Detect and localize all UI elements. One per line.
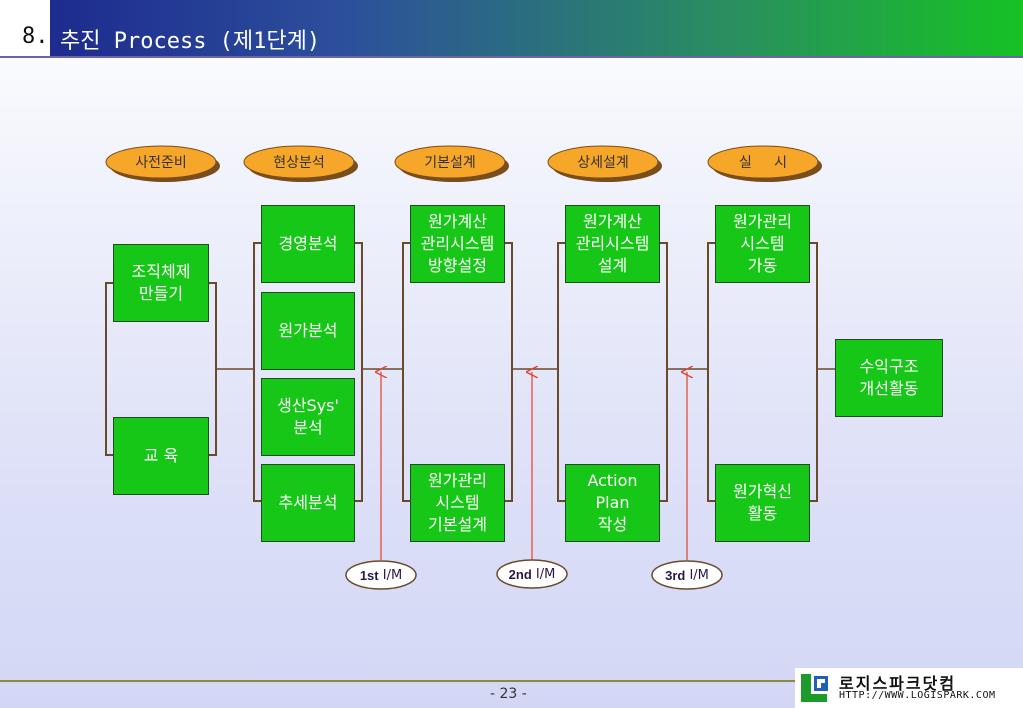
box-cost-innovation: 원가혁신 활동	[715, 464, 810, 542]
company-logo: 로지스파크닷컴 HTTP://WWW.LOGISPARK.COM	[795, 668, 1023, 708]
milestone-label-3rd: 3rd I/M	[652, 561, 722, 589]
milestone-label-1st: 1st I/M	[346, 561, 416, 589]
milestone-arrows	[381, 372, 687, 560]
box-cost-system-basic-design: 원가관리 시스템 기본설계	[410, 464, 505, 542]
box-cost-system-operation: 원가관리 시스템 가동	[715, 205, 810, 283]
box-cost-analysis: 원가분석	[261, 292, 355, 370]
box-management-analysis: 경영분석	[261, 205, 355, 283]
milestone-suffix: I/M	[531, 566, 556, 582]
footer-rule	[0, 680, 795, 682]
bracket-lines	[105, 242, 818, 502]
section-number: 8.	[22, 24, 49, 49]
milestone-ordinal: 1st	[359, 567, 379, 583]
logo-mark-icon	[801, 674, 828, 702]
milestone-suffix: I/M	[685, 567, 709, 583]
header-bar: 8. 추진 Process (제1단계)	[0, 0, 1023, 56]
phase-label-detail-design: 상세설계	[577, 155, 629, 171]
milestone-suffix: I/M	[378, 567, 403, 583]
box-action-plan: Action Plan 작성	[565, 464, 660, 542]
phase-ellipse-shapes	[105, 145, 822, 182]
phase-label-execution: 실 시	[738, 155, 787, 171]
header-gradient	[50, 0, 1023, 56]
box-cost-system-design: 원가계산 관리시스템 설계	[565, 205, 660, 283]
logo-url: HTTP://WWW.LOGISPARK.COM	[839, 690, 996, 701]
milestone-ellipse-shapes	[345, 559, 723, 590]
box-education: 교 육	[113, 417, 209, 495]
phase-label-analysis: 현상분석	[273, 155, 325, 171]
milestone-ordinal: 2nd	[508, 566, 532, 582]
header-rule	[0, 56, 1023, 58]
milestone-ordinal: 3rd	[665, 567, 686, 583]
phase-label-prep: 사전준비	[135, 155, 187, 171]
phase-label-basic-design: 기본설계	[424, 155, 476, 171]
box-org-setup: 조직체제 만들기	[113, 244, 209, 322]
box-profit-structure-improvement: 수익구조 개선활동	[835, 339, 943, 417]
box-production-system-analysis: 생산Sys' 분석	[261, 378, 355, 456]
logo-name: 로지스파크닷컴	[839, 674, 957, 693]
box-trend-analysis: 추세분석	[261, 464, 355, 542]
page-number: - 23 -	[490, 686, 527, 702]
page-title: 추진 Process (제1단계)	[60, 29, 321, 54]
header-left-panel	[0, 0, 50, 56]
milestone-label-2nd: 2nd I/M	[497, 560, 567, 588]
box-cost-system-direction: 원가계산 관리시스템 방향설정	[410, 205, 505, 283]
